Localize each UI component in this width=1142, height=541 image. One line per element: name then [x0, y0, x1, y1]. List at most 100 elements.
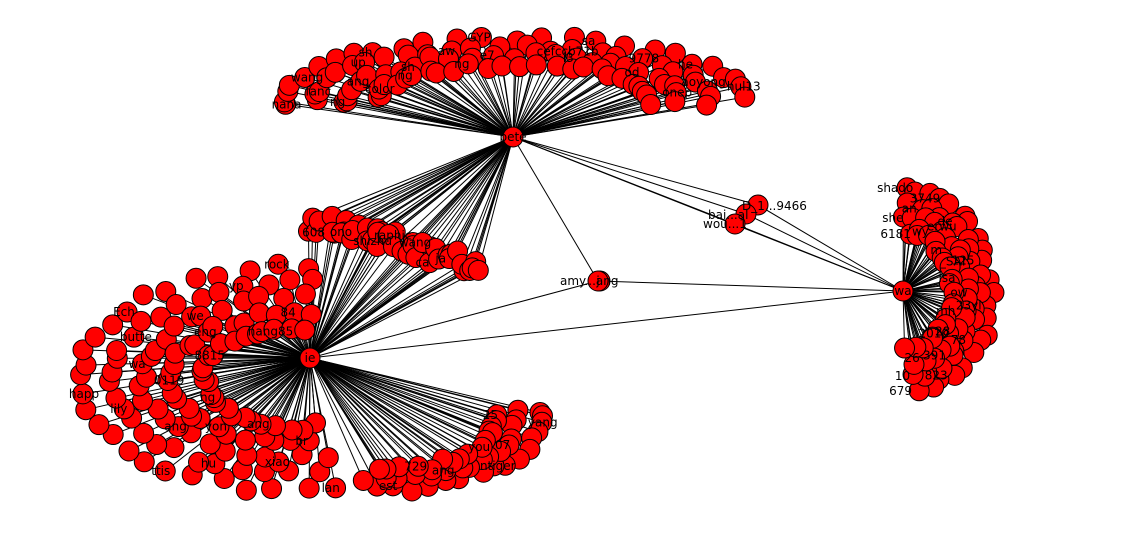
hub-edge [512, 136, 599, 282]
left-node-label: 608 [302, 225, 325, 239]
middle-edge [377, 136, 514, 233]
graph-node [185, 267, 207, 289]
lower-edge [309, 357, 486, 441]
left-edge [228, 357, 311, 409]
right-node-label: shado [877, 181, 913, 195]
lower-edge [309, 357, 400, 468]
top-edge [453, 71, 514, 138]
lower-edge [309, 357, 492, 427]
right-node-label: 26 [905, 351, 920, 365]
graph-node [298, 477, 320, 499]
bridge-edge [512, 136, 747, 215]
graph-node [199, 433, 221, 455]
middle-edge [309, 227, 368, 359]
top-node-label: sh [401, 60, 415, 74]
graph-node [368, 458, 390, 480]
top-node-label: aw [438, 44, 455, 58]
hub-edge [309, 290, 904, 359]
bridge-edge [757, 204, 904, 292]
left-node-label: hu [201, 457, 216, 471]
graph-node [525, 54, 547, 76]
hub-edge [512, 136, 904, 292]
graph-node [294, 283, 316, 305]
lower-edge [309, 357, 398, 479]
left-edge [291, 357, 311, 431]
graph-node [294, 66, 316, 88]
hub-left-label: ie [305, 351, 316, 365]
middle-edge [430, 136, 514, 248]
graph-node [640, 94, 662, 116]
graph-node [154, 460, 176, 482]
lower-edge [309, 357, 443, 460]
graph-node [72, 339, 94, 361]
graph-node [163, 315, 185, 337]
middle-edge [331, 136, 514, 217]
left-node-label: we [187, 309, 204, 323]
top-edge [512, 77, 623, 138]
lower-edge [309, 357, 364, 481]
left-node-label: ja [434, 252, 446, 266]
top-node-label: onep [662, 86, 692, 100]
graph-node [467, 259, 489, 281]
top-edge [411, 75, 514, 138]
top-edge [405, 77, 514, 138]
right-node-label: isa [938, 271, 955, 285]
graph-node [572, 56, 594, 78]
middle-edge [422, 136, 514, 243]
left-node-label: happ [69, 387, 99, 401]
top-node-label: ng [330, 95, 345, 109]
middle-edge [309, 230, 354, 359]
top-edge [501, 65, 514, 138]
graph-node [118, 440, 140, 462]
bridge-3-label: wou...1 [703, 217, 747, 231]
middle-edge [388, 136, 514, 235]
middle-edge [309, 263, 463, 359]
left-node-label: br [295, 434, 308, 448]
left-node-label: shizhu [353, 234, 392, 248]
left-node-label: butte [120, 330, 152, 344]
left-edge [244, 357, 311, 418]
middle-edge [448, 136, 514, 259]
lower-edge [309, 357, 483, 448]
left-edge [210, 357, 311, 396]
top-node-label: GYP [467, 30, 490, 44]
graph-node [235, 479, 257, 501]
lower-edge [309, 357, 493, 434]
middle-edge [393, 136, 514, 247]
left-node-label: wang [399, 235, 431, 249]
lower-edge [309, 357, 387, 470]
top-edge [512, 83, 634, 138]
graph-node [130, 310, 152, 332]
middle-edge [438, 136, 514, 260]
left-node-label: yp [229, 279, 244, 293]
left-node-label: lily [110, 402, 127, 416]
top-edge [397, 84, 514, 138]
right-node-label: 78 [951, 333, 966, 347]
right-node-label: an [902, 202, 917, 216]
middle-edge [412, 136, 514, 246]
top-edge [512, 94, 647, 138]
left-edge [212, 355, 311, 359]
graph-node [325, 477, 347, 499]
right-node-label: she [882, 211, 903, 225]
top-edge [381, 95, 514, 138]
right-node-label: de [938, 214, 953, 228]
lower-edge [309, 357, 489, 458]
top-node-label: 9778 [629, 52, 660, 66]
right-node-label: 23yl [956, 299, 982, 313]
middle-edge [312, 136, 514, 219]
hub-left-node [299, 347, 321, 369]
left-node-label: ca [415, 256, 429, 270]
lower-edge [309, 357, 501, 452]
left-edge [260, 357, 311, 425]
right-node-label: 823 [925, 368, 948, 382]
top-node-label: nana [272, 97, 302, 111]
graph-node [279, 269, 301, 291]
graph-node [294, 319, 316, 341]
left-edge [309, 357, 329, 458]
left-node-label: ntiger [480, 459, 516, 473]
graph-node [163, 437, 185, 459]
left-node-label: yang [528, 415, 558, 429]
top-node-label: aoyong [681, 75, 725, 89]
top-node-label: sh [359, 46, 373, 60]
